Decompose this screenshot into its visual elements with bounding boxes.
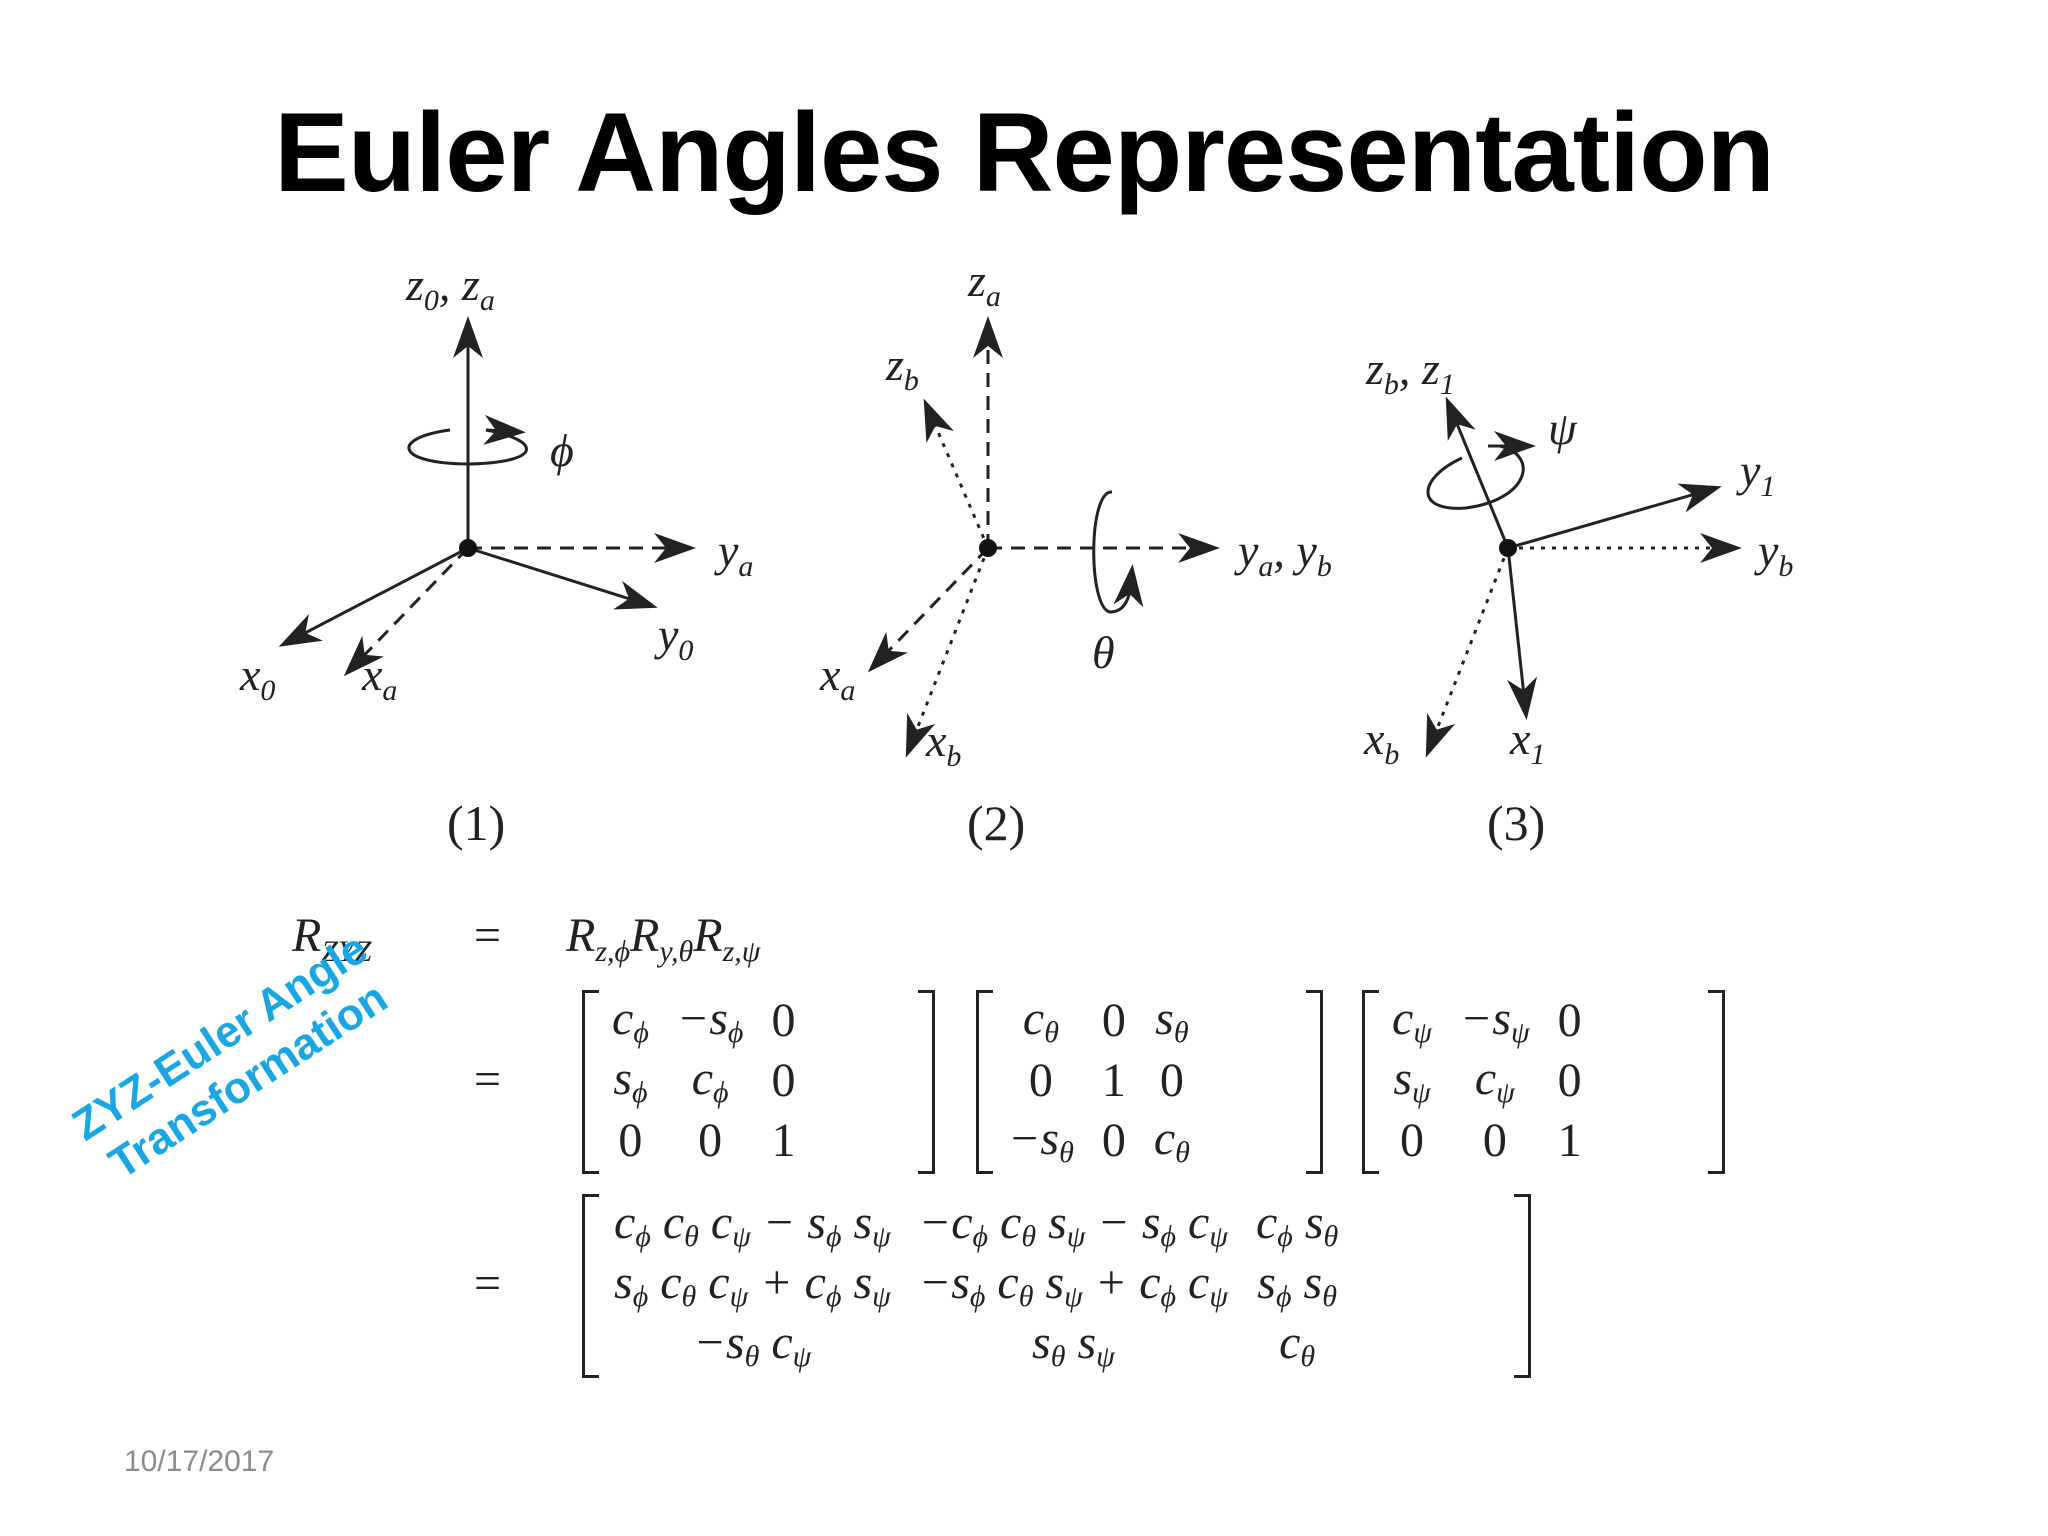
- fig1-caption: (1): [447, 795, 505, 851]
- svg-text:x0: x0: [239, 649, 275, 707]
- fig1-labels: z0, za ϕ ya y0 x0 xa (1): [239, 259, 753, 851]
- fig3-caption: (3): [1487, 795, 1545, 851]
- fig2-rotation-arrow: [1092, 490, 1132, 614]
- matrix-row: 0 0 1: [618, 1113, 796, 1167]
- fig3-x1-axis: [1506, 547, 1538, 720]
- fig2-angle-label: θ: [1092, 627, 1115, 678]
- matrix-cell: −cϕ cθ sψ − sϕ cψ: [918, 1195, 1228, 1253]
- matrix-2-right-bracket: [1306, 990, 1323, 1174]
- svg-text:xa: xa: [361, 649, 397, 707]
- matrix-row: cϕ cθ cψ − sϕ sψ −cϕ cθ sψ − sϕ cψ cϕ sθ: [600, 1194, 1352, 1254]
- fig1-angle-label: ϕ: [550, 425, 574, 476]
- svg-text:zb: zb: [885, 339, 919, 397]
- fig3-origin: [1499, 539, 1517, 557]
- result-right-bracket: [1514, 1194, 1531, 1378]
- figure-1: [278, 316, 696, 677]
- matrix-cell: −sϕ cθ sψ + cϕ cψ: [918, 1255, 1228, 1313]
- svg-text:ya, yb: ya, yb: [1234, 525, 1332, 583]
- matrix-cell: sθ sψ: [1032, 1315, 1115, 1373]
- matrix-row: cϕ −sϕ 0: [612, 991, 796, 1049]
- matrix-row: sψ cψ 0: [1393, 1051, 1582, 1109]
- matrix-cell: sϕ cθ cψ + cϕ sψ: [614, 1255, 891, 1313]
- matrix-z-psi: cψ −sψ 0 sψ cψ 0 0 0 1: [1378, 990, 1596, 1170]
- fig1-origin: [459, 539, 477, 557]
- svg-text:ya: ya: [714, 525, 753, 583]
- matrix-row: −sθ 0 cθ: [1008, 1111, 1190, 1169]
- fig2-origin: [979, 539, 997, 557]
- result-left-bracket: [582, 1194, 599, 1378]
- svg-text:yb: yb: [1754, 525, 1793, 583]
- fig1-x0-axis: [278, 546, 469, 647]
- matrix-row: sϕ cϕ 0: [613, 1051, 796, 1109]
- matrix-cell: cϕ cθ cψ − sϕ sψ: [614, 1195, 891, 1253]
- fig1-xa-axis: [343, 546, 470, 677]
- matrix-cell: cϕ sθ: [1255, 1195, 1339, 1253]
- matrix-z-phi: cϕ −sϕ 0 sϕ cϕ 0 0 0 1: [598, 990, 809, 1170]
- euler-rotation-figures: z0, za ϕ ya y0 x0 xa (1) za zb ya, yb θ …: [239, 255, 1793, 851]
- equation-equals-3: =: [474, 1257, 502, 1310]
- result-matrix: cϕ cθ cψ − sϕ sψ −cϕ cθ sψ − sϕ cψ cϕ sθ…: [600, 1194, 1352, 1374]
- equation-rhs-product: Rz,ϕRy,θRz,ψ: [566, 909, 761, 968]
- fig3-labels: zb, z1 ψ y1 yb xb x1 (3): [1363, 343, 1793, 851]
- matrix-2-left-bracket: [976, 990, 993, 1174]
- matrix-row: cψ −sψ 0: [1392, 991, 1582, 1049]
- svg-text:zb, z1: zb, z1: [1365, 343, 1455, 401]
- svg-text:z0, za: z0, za: [405, 259, 495, 317]
- fig3-rotation-arrow: [1426, 444, 1525, 510]
- zyz-euler-annotation: ZYZ-Euler Angle Transformation: [63, 923, 396, 1189]
- matrix-row: cθ 0 sθ: [1022, 991, 1189, 1049]
- matrix-y-theta: cθ 0 sθ 0 1 0 −sθ 0 cθ: [994, 990, 1204, 1170]
- matrix-1-right-bracket: [918, 990, 935, 1174]
- svg-text:y1: y1: [1736, 445, 1775, 503]
- fig1-y0-axis: [467, 546, 658, 610]
- matrix-cell: −sθ cψ: [693, 1315, 812, 1373]
- matrix-3-right-bracket: [1708, 990, 1725, 1174]
- fig3-angle-label: ψ: [1548, 403, 1578, 454]
- slide-date: 10/17/2017: [124, 1445, 275, 1478]
- figure-2: [867, 316, 1220, 758]
- matrix-row: 0 1 0: [1028, 1053, 1184, 1107]
- svg-text:xb: xb: [925, 715, 961, 773]
- matrix-row: sϕ cθ cψ + cϕ sψ −sϕ cθ sψ + cϕ cψ sϕ sθ: [600, 1254, 1352, 1314]
- matrix-row: 0 0 1: [1399, 1113, 1582, 1167]
- svg-text:za: za: [967, 255, 1001, 313]
- svg-text:y0: y0: [654, 609, 693, 667]
- figure-3: [1425, 396, 1742, 758]
- svg-text:xb: xb: [1363, 713, 1399, 771]
- svg-text:xa: xa: [819, 649, 855, 707]
- svg-text:x1: x1: [1509, 713, 1545, 771]
- fig2-caption: (2): [967, 795, 1025, 851]
- matrix-cell: sϕ sθ: [1257, 1255, 1337, 1313]
- matrix-3-left-bracket: [1362, 990, 1379, 1174]
- equation-lhs: RZYZ: [292, 909, 372, 968]
- fig2-xa-axis: [867, 546, 990, 673]
- slide-title: Euler Angles Representation: [274, 90, 1775, 215]
- fig3-xb-axis: [1425, 547, 1510, 758]
- fig3-z-axis: [1445, 396, 1510, 549]
- matrix-row: −sθ cψ sθ sψ cθ: [600, 1314, 1352, 1374]
- fig2-xb-axis: [905, 547, 990, 758]
- equation-equals-2: =: [474, 1053, 502, 1106]
- equation-equals-1: =: [474, 909, 502, 962]
- matrix-cell: cθ: [1279, 1315, 1316, 1373]
- fig3-y1-axis: [1507, 483, 1722, 550]
- fig2-zb-axis: [923, 398, 990, 549]
- fig2-labels: za zb ya, yb θ xa xb (2): [819, 255, 1332, 851]
- matrix-1-left-bracket: [582, 990, 599, 1174]
